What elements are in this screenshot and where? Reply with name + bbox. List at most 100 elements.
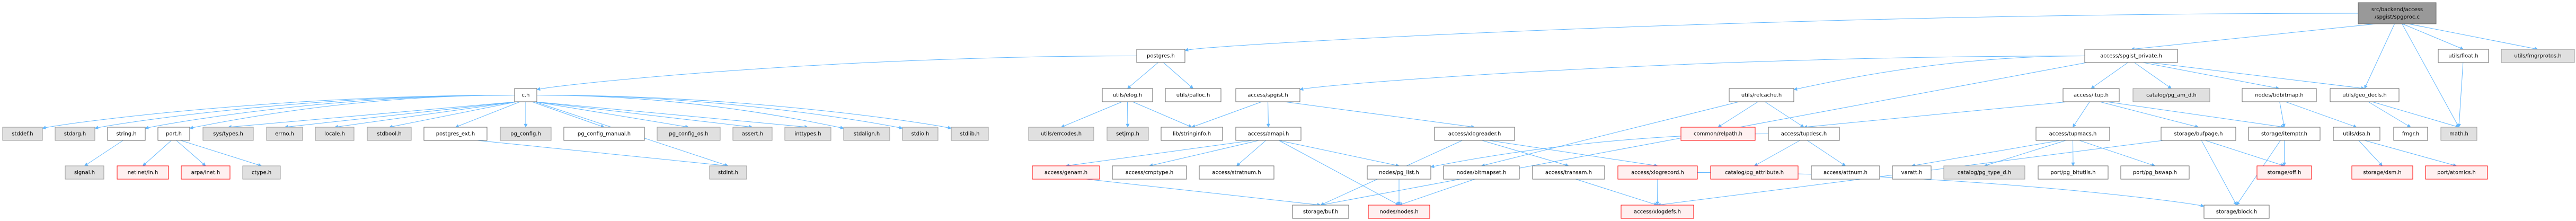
node-src-backend-access-spgist-spgproc-c[interactable]: src/backend/access/spgist/spgproc.c [2358,2,2437,24]
node-storage-bufpage-h[interactable]: storage/bufpage.h [2161,127,2236,141]
node-access-amapi-h[interactable]: access/amapi.h [1235,127,1302,141]
node-sys-types-h[interactable]: sys/types.h [202,127,254,141]
node-box [1161,127,1223,141]
node-stdbool-h[interactable]: stdbool.h [367,127,412,141]
node-pg-config-manual-h[interactable]: pg_config_manual.h [563,127,645,141]
node-catalog-pg-attribute-h[interactable]: catalog/pg_attribute.h [1710,165,1799,180]
node-nodes-bitmapset-h[interactable]: nodes/bitmapset.h [1443,165,1520,180]
node-storage-dsm-h[interactable]: storage/dsm.h [2351,165,2413,180]
node-utils-palloc-h[interactable]: utils/palloc.h [1165,88,1221,102]
node-box [1102,88,1153,102]
node-access-genam-h[interactable]: access/genam.h [1032,165,1100,180]
node-label: access/cmptype.h [1126,170,1174,176]
edge-c-to-stdbool [388,101,517,129]
node-access-transam-h[interactable]: access/transam.h [1532,165,1605,180]
node-label: src/backend/access [2371,7,2423,13]
node-catalog-pg-type-d-h[interactable]: catalog/pg_type_d.h [1943,165,2025,180]
node-setjmp-h[interactable]: setjmp.h [1106,127,1149,141]
edge-genam-to-buf [1086,179,1321,207]
node-box [107,127,146,141]
node-inttypes-h[interactable]: inttypes.h [784,127,831,141]
node-access-tupmacs-h[interactable]: access/tupmacs.h [2035,127,2110,141]
node-pg-config-os-h[interactable]: pg_config_os.h [657,127,721,141]
node-c-h[interactable]: c.h [514,88,537,102]
edge-tupmacs-to-pg_bswap [2079,140,2156,167]
node-label: sys/types.h [213,131,243,137]
node-string-h[interactable]: string.h [107,127,146,141]
node-box [315,127,355,141]
node-stdlib-h[interactable]: stdlib.h [951,127,989,141]
node-label: pg_config_manual.h [578,131,631,137]
node-signal-h[interactable]: signal.h [65,165,104,180]
node-access-spgist-h[interactable]: access/spgist.h [1235,88,1300,102]
node-port-atomics-h[interactable]: port/atomics.h [2425,165,2488,180]
node-label: stdio.h [911,131,930,137]
node-utils-errcodes-h[interactable]: utils/errcodes.h [1028,127,1094,141]
node-assert-h[interactable]: assert.h [732,127,773,141]
node-access-itup-h[interactable]: access/itup.h [2062,88,2120,102]
node-box [1136,49,1185,63]
node-access-stratnum-h[interactable]: access/stratnum.h [1199,165,1274,180]
node-catalog-pg-am-d-h[interactable]: catalog/pg_am_d.h [2132,88,2210,102]
node-access-attnum-h[interactable]: access/attnum.h [1811,165,1880,180]
node-box [563,127,645,141]
node-nodes-pg-list-h[interactable]: nodes/pg_list.h [1367,165,1431,180]
node-common-relpath-h[interactable]: common/relpath.h [1680,127,1756,141]
node-utils-elog-h[interactable]: utils/elog.h [1102,88,1153,102]
node-pg-config-h[interactable]: pg_config.h [500,127,552,141]
node-label: storage/bufpage.h [2174,131,2223,137]
node-label: storage/block.h [2216,209,2257,215]
node-access-tupdesc-h[interactable]: access/tupdesc.h [1768,127,1840,141]
node-arpa-inet-h[interactable]: arpa/inet.h [181,165,231,180]
node-postgres-h[interactable]: postgres.h [1136,49,1185,63]
node-box [2333,127,2380,141]
node-label: access/xlogreader.h [1448,131,1501,137]
node-box [202,127,254,141]
node-postgres-ext-h[interactable]: postgres_ext.h [423,127,488,141]
node-locale-h[interactable]: locale.h [315,127,355,141]
node-nodes-nodes-h[interactable]: nodes/nodes.h [1368,205,1430,219]
node-stdalign-h[interactable]: stdalign.h [843,127,890,141]
node-fmgr-h[interactable]: fmgr.h [2393,127,2428,141]
node-label: storage/buf.h [1303,209,1338,215]
edge-port-to-netinet [142,140,172,166]
node-ctype-h[interactable]: ctype.h [242,165,281,180]
node-access-xlogdefs-h[interactable]: access/xlogdefs.h [1621,205,1694,219]
node-label: nodes/nodes.h [1379,209,1418,215]
node-access-xlogreader-h[interactable]: access/xlogreader.h [1434,127,1515,141]
node-nodes-tidbitmap-h[interactable]: nodes/tidbitmap.h [2242,88,2317,102]
node-label: catalog/pg_type_d.h [1958,170,2011,176]
node-port-pg-bitutils-h[interactable]: port/pg_bitutils.h [2038,165,2109,180]
node-access-cmptype-h[interactable]: access/cmptype.h [1112,165,1187,180]
node-utils-relcache-h[interactable]: utils/relcache.h [1729,88,1794,102]
node-netinet-in-h[interactable]: netinet/in.h [117,165,169,180]
node-box [1617,165,1698,180]
node-varatt-h[interactable]: varatt.h [1892,165,1932,180]
node-access-xlogrecord-h[interactable]: access/xlogrecord.h [1617,165,1698,180]
node-label: errno.h [275,131,294,137]
node-storage-off-h[interactable]: storage/off.h [2256,165,2312,180]
edge-xlogreader-to-transam [1482,140,1569,167]
edge-tupdesc-to-attnum [1807,140,1846,166]
node-storage-block-h[interactable]: storage/block.h [2203,205,2270,219]
node-label: fmgr.h [2402,131,2419,137]
node-storage-itemptr-h[interactable]: storage/itemptr.h [2248,127,2321,141]
node-stdint-h[interactable]: stdint.h [709,165,747,180]
node-utils-fmgrprotos-h[interactable]: utils/fmgrprotos.h [2501,49,2575,63]
node-storage-buf-h[interactable]: storage/buf.h [1292,205,1349,219]
edge-postgres-to-c [536,56,1137,91]
node-errno-h[interactable]: errno.h [266,127,303,141]
node-box [2440,127,2477,141]
node-stddef-h[interactable]: stddef.h [2,127,43,141]
node-utils-geo-decls-h[interactable]: utils/geo_decls.h [2330,88,2400,102]
node-port-pg-bswap-h[interactable]: port/pg_bswap.h [2120,165,2190,180]
node-utils-float-h[interactable]: utils/float.h [2438,49,2489,63]
node-utils-dsa-h[interactable]: utils/dsa.h [2333,127,2380,141]
node-math-h[interactable]: math.h [2440,127,2477,141]
edge-itup-to-bufpage [2100,101,2199,128]
node-stdarg-h[interactable]: stdarg.h [55,127,95,141]
node-access-spgist-private-h[interactable]: access/spgist_private.h [2084,49,2178,63]
node-stdio-h[interactable]: stdio.h [902,127,939,141]
node-lib-stringinfo-h[interactable]: lib/stringinfo.h [1161,127,1223,141]
node-port-h[interactable]: port.h [157,127,190,141]
